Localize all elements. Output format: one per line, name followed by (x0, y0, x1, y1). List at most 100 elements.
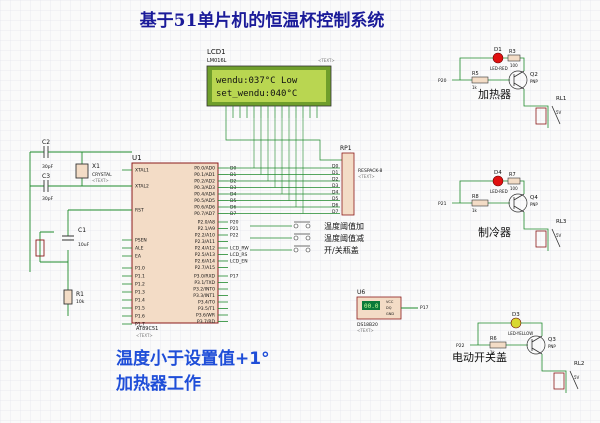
mcu-right-pin-label: P0.1/AD1 (194, 172, 215, 178)
button-contact (305, 223, 311, 229)
mcu-net-label: P22 (230, 233, 239, 239)
bus-net-label: D1 (332, 170, 338, 176)
crystal-body (75, 163, 89, 179)
diagram-title: 基于51单片机的恒温杯控制系统 (139, 10, 385, 31)
relay-coil (535, 230, 547, 248)
oscillator-circuit (29, 146, 132, 316)
led-ref: D1 (494, 47, 502, 53)
mcu-left-pin-label: XTAL1 (135, 168, 149, 174)
mcu-net-label: D0 (230, 166, 236, 172)
mcu-net-labels: D0D1D2D3D4D5D6D7P20P21P22LCD_RWLCD_RSLCD… (230, 166, 249, 280)
button-contact (293, 223, 299, 229)
mcu-right-pin-label: P2.6/A14 (195, 259, 215, 265)
c1-value: 10uF (78, 242, 90, 248)
r1-ref: R1 (76, 291, 84, 298)
driver-label: 电动开关盖 (452, 350, 507, 364)
mcu-right-pin-label: P2.0/A8 (198, 220, 215, 226)
mcu-right-pin-label: P3.7/RD (197, 319, 216, 325)
mcu-left-pin-label: P1.7 (135, 322, 145, 328)
r1-value: 10k (76, 299, 85, 305)
base-resistor (489, 341, 507, 349)
relay-contact (551, 228, 561, 248)
led-resistor (507, 54, 521, 62)
lcd-ref: LCD1 (207, 48, 226, 56)
reset-wires (67, 209, 132, 316)
mcu-right-pin-label: P2.4/A12 (195, 246, 215, 252)
annotation-line-1: 温度小于设置值+1° (116, 348, 270, 369)
sensor-ref: U6 (357, 289, 365, 296)
mcu-right-pins: P0.0/AD0P0.1/AD1P0.2/AD2P0.3/AD3P0.4/AD4… (193, 166, 228, 325)
base-resistor-ref: R5 (472, 71, 479, 77)
transistor-body (526, 335, 546, 355)
r1-body (63, 289, 73, 305)
button-label: 温度阈值加 (324, 221, 364, 231)
bus-net-label: D2 (332, 177, 338, 183)
mcu-right-pin-label: P0.6/AD6 (194, 205, 215, 211)
led-indicator (510, 317, 522, 329)
mcu-left-pin-label: P1.4 (135, 298, 145, 304)
led-resistor-value: 100 (510, 63, 518, 68)
mcu-right-pin-label: P3.1/TXD (194, 280, 215, 286)
mcu-left-pin-label: P1.2 (135, 282, 145, 288)
led-resistor-ref: R7 (509, 172, 516, 178)
mcu-left-pin-label: XTAL2 (135, 184, 149, 190)
sensor-pin-dq: DQ (386, 306, 392, 310)
bus-net-label: D3 (332, 183, 338, 189)
relay-wire (523, 89, 549, 128)
lcd-ctrl-wire (225, 118, 342, 161)
led-model: LED-RED (490, 66, 508, 71)
mcu-right-pin-label: P2.5/A13 (195, 252, 215, 258)
base-resistor-value: 1k (472, 85, 478, 90)
c2-ref: C2 (42, 139, 50, 146)
sensor-text-tag: <TEXT> (357, 328, 374, 333)
button-label: 温度阈值减 (324, 233, 364, 243)
mcu-left-pin-label: ALE (135, 246, 144, 252)
button-contact (305, 247, 311, 253)
mcu-right-pin-label: P0.7/AD7 (194, 211, 215, 217)
mcu-net-label: LCD_RW (230, 246, 249, 252)
mcu-net-label: D4 (230, 192, 236, 198)
transistor-model: PNP (548, 344, 556, 349)
driver-label: 加热器 (478, 88, 511, 101)
driver-label: 制冷器 (478, 226, 511, 239)
button-contact (305, 235, 311, 241)
transistor-body (508, 70, 528, 90)
button-label: 开/关瓶盖 (324, 245, 359, 255)
transistor-leads (513, 70, 525, 90)
mcu-net-label: P20 (230, 220, 239, 226)
transistor-ref: Q2 (530, 72, 538, 78)
mcu-left-pin-label: P1.3 (135, 290, 145, 296)
sensor-pin-vcc: VCC (386, 300, 394, 304)
mcu-net-label: P17 (230, 274, 239, 280)
mcu-right-pin-label: P0.4/AD4 (194, 192, 215, 198)
relay-ref: RL1 (556, 96, 566, 102)
lcd-line-1: wendu:037°C Low (216, 76, 298, 86)
mcu-right-pin-label: P3.4/T0 (198, 300, 215, 306)
lcd-screen (212, 70, 326, 102)
mcu-net-label: D7 (230, 211, 236, 217)
c1-ref: C1 (78, 227, 86, 234)
cap-leads (48, 151, 56, 187)
led-model: LED-RED (490, 189, 508, 194)
lcd-model: LM016L (207, 58, 227, 64)
mcu-left-pin-label: RST (135, 208, 144, 214)
transistor-leads (513, 193, 525, 213)
mcu-net-label: D2 (230, 179, 236, 185)
c2-value: 30pF (42, 164, 54, 170)
sensor-display (362, 301, 380, 310)
lcd-text-tag: <TEXT> (318, 58, 335, 63)
sensor-display-value: 00.0 (364, 303, 379, 310)
mcu-model: AT89C51 (136, 326, 158, 332)
transistor-leads (531, 335, 543, 355)
mcu-right-pin-label: P3.5/T1 (198, 306, 215, 312)
relay-wire (523, 212, 549, 251)
mcu-right-pin-label: P3.0/RXD (194, 274, 216, 280)
mcu-net-label: D6 (230, 205, 236, 211)
mcu-left-pin-label: P1.5 (135, 306, 145, 312)
base-resistor-ref: R6 (490, 336, 497, 342)
mcu-left-pins: XTAL1XTAL2RSTPSENALEEAP1.0P1.1P1.2P1.3P1… (122, 168, 149, 328)
button-contact (293, 247, 299, 253)
transistor-body (508, 193, 528, 213)
driver-net-label: P21 (438, 201, 447, 207)
